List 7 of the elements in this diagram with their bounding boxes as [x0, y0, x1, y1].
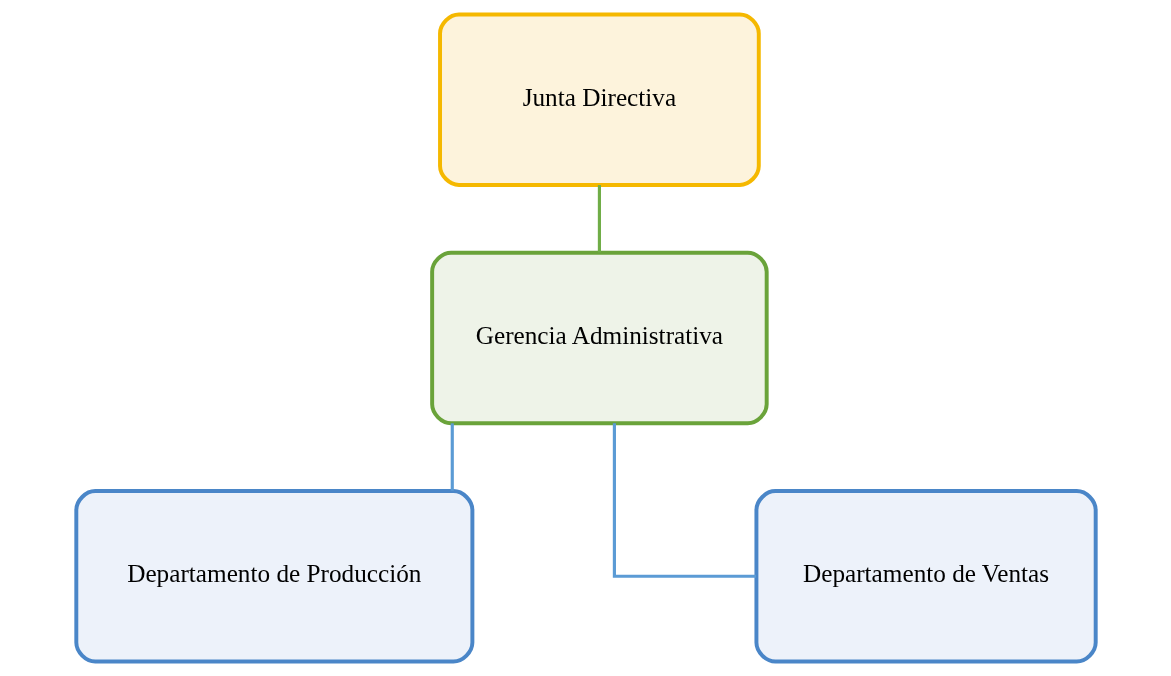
node-box: Junta Directiva	[437, 12, 761, 187]
connector	[597, 185, 601, 253]
connector	[450, 423, 454, 491]
node-box: Gerencia Administrativa	[429, 250, 769, 426]
node-box: Departamento de Producción	[73, 489, 474, 664]
connector	[612, 423, 756, 578]
node-box: Departamento de Ventas	[753, 489, 1098, 664]
